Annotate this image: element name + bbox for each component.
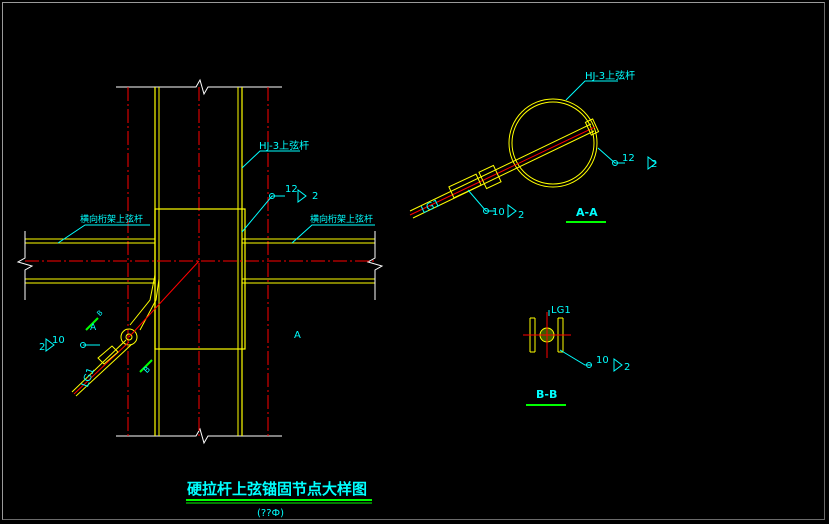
label-hj-main: HJ-3上弦杆 xyxy=(259,139,309,152)
label-center-a: A xyxy=(294,330,301,341)
label-a-mark: A xyxy=(90,323,97,333)
label-lg1-main: LG1 xyxy=(80,366,97,388)
label-b-mark-2: B xyxy=(142,365,152,375)
label-aa-title: A-A xyxy=(576,206,598,219)
label-aa-lg1: LG1 xyxy=(420,198,442,216)
label-weld-12-main: 12 xyxy=(285,184,298,195)
label-bb-title: B-B xyxy=(536,388,557,401)
label-aa-weld-2b: 2 xyxy=(518,210,524,221)
section-a-a xyxy=(409,80,657,223)
label-aa-weld-12: 12 xyxy=(622,153,635,164)
label-bb-weld-2: 2 xyxy=(624,362,630,373)
label-weld-2-left: 2 xyxy=(39,342,45,353)
bottom-break-line xyxy=(116,427,282,445)
label-aa-weld-10: 10 xyxy=(492,207,505,218)
drawing-subtitle: (??Ф) xyxy=(257,508,284,519)
label-b-mark-1: B xyxy=(95,309,104,318)
label-weld-2-main: 2 xyxy=(312,191,318,202)
top-break-line xyxy=(116,78,282,96)
section-b-b xyxy=(523,310,623,406)
label-aa-weld-2: 2 xyxy=(651,159,657,170)
label-left-truss: 横向桁架上弦杆 xyxy=(80,213,143,225)
label-hj-section: HJ-3上弦杆 xyxy=(585,69,635,82)
drawing-title: 硬拉杆上弦锚固节点大样图 xyxy=(187,480,367,498)
label-bb-weld-10: 10 xyxy=(596,355,609,366)
label-right-truss: 横向桁架上弦杆 xyxy=(310,213,373,225)
label-bb-lg1: LG1 xyxy=(551,305,571,316)
label-weld-10-left: 10 xyxy=(52,335,65,346)
main-node-view xyxy=(16,78,384,445)
